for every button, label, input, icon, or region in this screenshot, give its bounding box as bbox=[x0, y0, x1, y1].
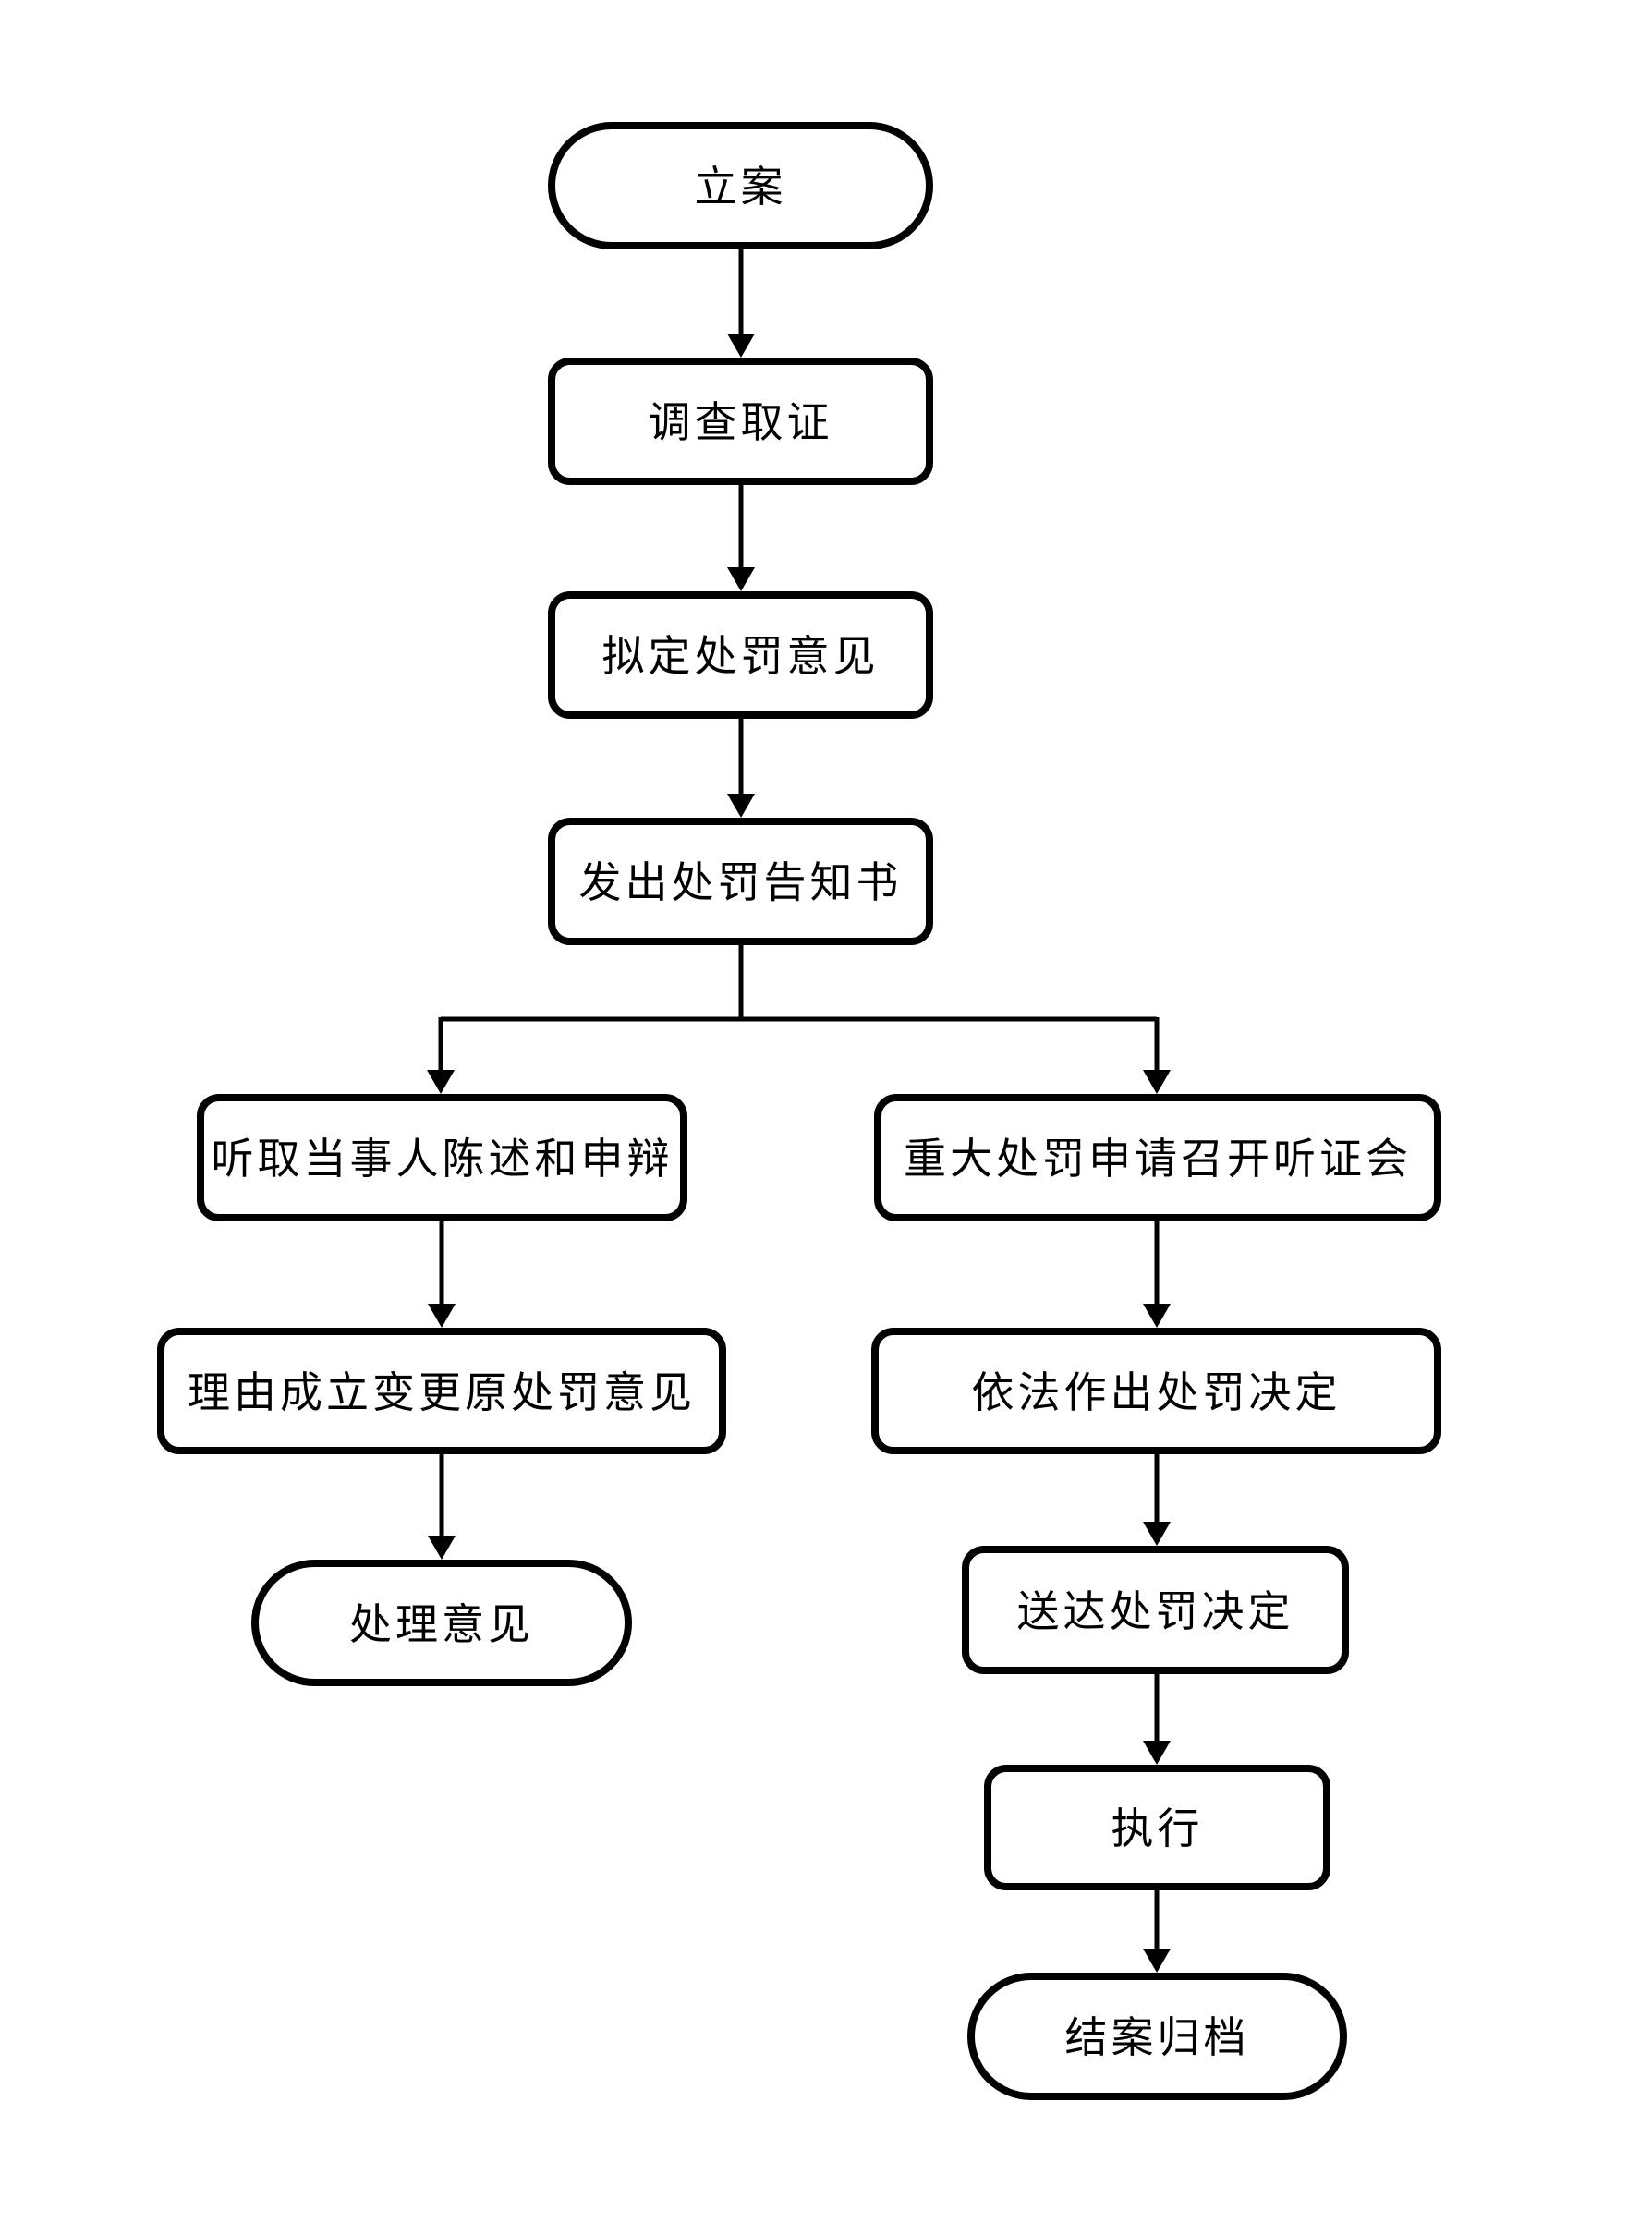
edge-draft-notice-arrowhead bbox=[727, 794, 755, 818]
node-start-label: 立案 bbox=[694, 164, 787, 211]
node-lawful-decision: 依法作出处罚决定 bbox=[871, 1328, 1441, 1454]
node-start: 立案 bbox=[548, 122, 933, 249]
node-handling-opinion: 处理意见 bbox=[251, 1560, 632, 1686]
node-execute-label: 执行 bbox=[1111, 1805, 1204, 1852]
node-execute: 执行 bbox=[984, 1765, 1330, 1890]
node-handling-opinion-label: 处理意见 bbox=[349, 1600, 534, 1648]
edge-branch-hear-arrowhead bbox=[427, 1070, 455, 1094]
edge-major-decision-arrowhead bbox=[1143, 1304, 1171, 1328]
edge-execute-archive-arrowhead bbox=[1143, 1949, 1171, 1973]
edge-branch-major-arrowhead bbox=[1143, 1070, 1171, 1094]
node-deliver-decision: 送达处罚决定 bbox=[962, 1546, 1349, 1674]
node-revise-opinion-label: 理由成立变更原处罚意见 bbox=[188, 1368, 696, 1416]
node-hear-statement: 听取当事人陈述和申辩 bbox=[197, 1094, 687, 1221]
node-lawful-decision-label: 依法作出处罚决定 bbox=[971, 1368, 1342, 1416]
edge-decision-deliver-arrowhead bbox=[1143, 1522, 1171, 1546]
node-draft-opinion: 拟定处罚意见 bbox=[548, 591, 933, 719]
edge-revise-handling-arrowhead bbox=[428, 1536, 456, 1560]
edge-hear-revise-arrowhead bbox=[428, 1304, 456, 1328]
node-hear-statement-label: 听取当事人陈述和申辩 bbox=[211, 1136, 674, 1183]
node-issue-notice: 发出处罚告知书 bbox=[548, 818, 933, 945]
node-deliver-decision-label: 送达处罚决定 bbox=[1016, 1587, 1294, 1635]
node-close-archive: 结案归档 bbox=[967, 1973, 1347, 2100]
node-major-hearing: 重大处罚申请召开听证会 bbox=[874, 1094, 1441, 1221]
node-investigate-label: 调查取证 bbox=[648, 399, 833, 446]
node-revise-opinion: 理由成立变更原处罚意见 bbox=[157, 1328, 726, 1454]
node-close-archive-label: 结案归档 bbox=[1064, 2014, 1250, 2061]
edge-start-investigate-arrowhead bbox=[727, 334, 755, 358]
edge-investigate-draft-arrowhead bbox=[727, 567, 755, 591]
node-issue-notice-label: 发出处罚告知书 bbox=[578, 859, 903, 906]
node-investigate: 调查取证 bbox=[548, 358, 933, 485]
node-draft-opinion-label: 拟定处罚意见 bbox=[601, 633, 880, 680]
node-major-hearing-label: 重大处罚申请召开听证会 bbox=[904, 1136, 1412, 1183]
edge-deliver-execute-arrowhead bbox=[1143, 1741, 1171, 1765]
